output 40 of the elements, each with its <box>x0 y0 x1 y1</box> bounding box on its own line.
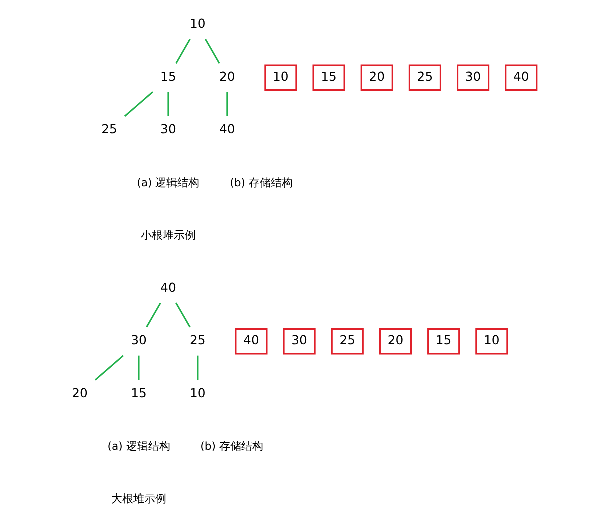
label: (b) 存储结构 <box>230 176 293 190</box>
node-box: 25 <box>331 328 364 355</box>
node-box: 30 <box>457 64 490 92</box>
connector <box>138 356 140 380</box>
label: 小根堆示例 <box>140 229 196 242</box>
node-text: 25 <box>190 332 206 348</box>
node-box: 15 <box>428 328 460 355</box>
connector <box>205 39 220 64</box>
connector <box>197 356 199 380</box>
node-text: 40 <box>160 280 176 295</box>
node-box: 15 <box>312 64 346 92</box>
connector <box>146 302 162 328</box>
connector <box>176 302 191 328</box>
node-box: 25 <box>408 64 442 92</box>
node-box: 40 <box>505 64 538 92</box>
node-box: 10 <box>264 64 298 92</box>
node-text: 30 <box>160 122 176 137</box>
label: (a) 逻辑结构 <box>108 440 170 453</box>
connector <box>124 92 154 118</box>
node-text: 15 <box>131 385 147 400</box>
label: (b) 存储结构 <box>200 440 264 453</box>
node-box: 20 <box>360 64 394 92</box>
node-box: 20 <box>379 328 412 355</box>
node-text: 40 <box>220 122 236 137</box>
connector <box>168 92 170 116</box>
node-text: 20 <box>72 385 88 400</box>
node-text: 10 <box>190 385 206 400</box>
connector <box>226 92 228 116</box>
label: (a) 逻辑结构 <box>137 176 200 190</box>
node-text: 10 <box>190 16 206 32</box>
connector <box>176 39 191 64</box>
label: 大根堆示例 <box>111 492 166 506</box>
connector <box>94 355 124 381</box>
node-text: 30 <box>131 332 147 348</box>
node-box: 30 <box>283 328 316 355</box>
node-box: 40 <box>235 328 268 355</box>
node-box: 10 <box>476 328 508 355</box>
node-text: 25 <box>102 122 118 137</box>
node-text: 20 <box>220 68 236 84</box>
node-text: 15 <box>160 68 176 84</box>
